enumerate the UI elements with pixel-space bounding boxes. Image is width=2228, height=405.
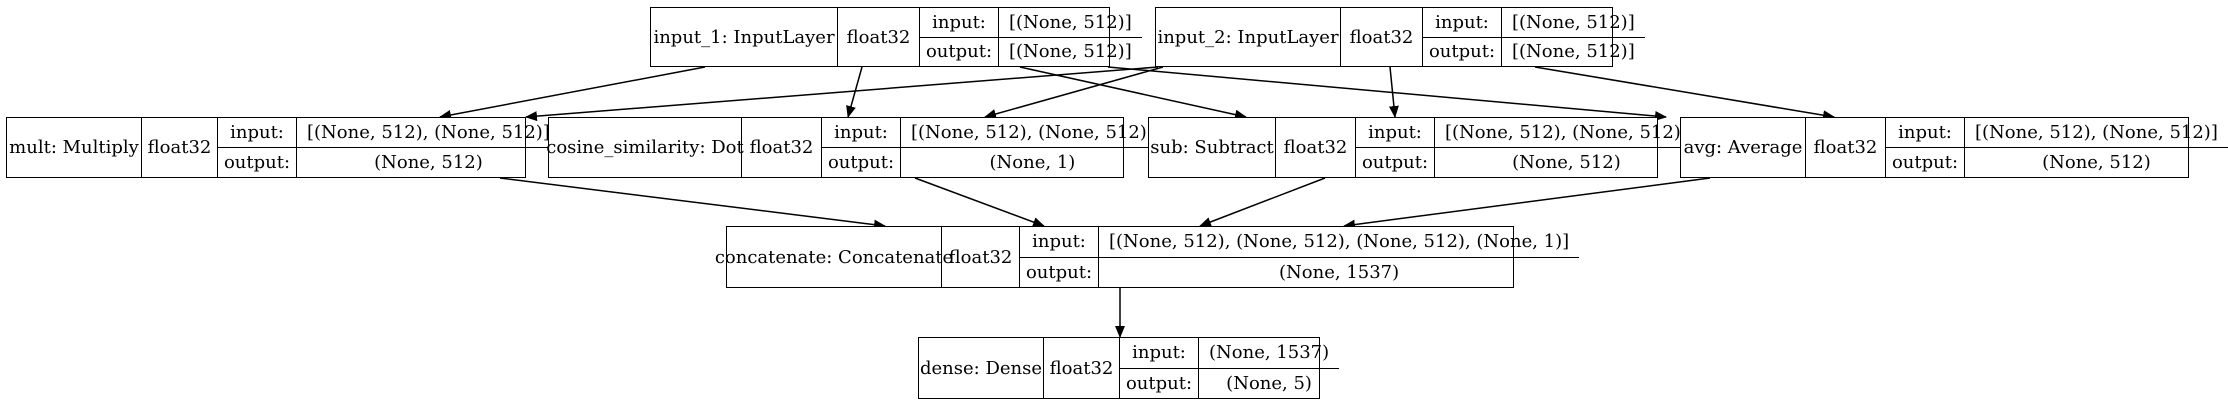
node-cosine-similarity: cosine_similarity: Dot float32 input: [(N…	[546, 117, 1164, 178]
node-name: sub: Subtract	[1150, 137, 1274, 158]
edge-input_1-to-avg	[1107, 66, 1667, 121]
output-label: output:	[1886, 148, 1965, 177]
input-label: input:	[920, 8, 999, 37]
output-label: output:	[1356, 148, 1435, 177]
node-name: cosine_similarity: Dot	[546, 137, 744, 158]
input-shape: [(None, 512), (None, 512)]	[1445, 122, 1688, 143]
node-name: mult: Multiply	[9, 137, 139, 158]
node-name: input_2: InputLayer	[1157, 26, 1339, 48]
node-io: input: [(None, 512), (None, 512)] output:…	[1885, 118, 2228, 177]
edge-input_2-to-cosine	[984, 66, 1164, 119]
node-io: input: [(None, 512), (None, 512)] output:…	[1355, 118, 1698, 177]
node-io: input: [(None, 512), (None, 512)] output:…	[217, 118, 560, 177]
node-mult: mult: Multiply float32 input: [(None, 512…	[6, 117, 560, 178]
edge-input_2-to-sub	[1388, 66, 1399, 118]
input-label: input:	[1120, 338, 1199, 368]
node-io: input: [(None, 512)] output: [(None, 512)]	[919, 8, 1142, 66]
node-dtype: float32	[1805, 118, 1885, 177]
input-label: input:	[822, 118, 901, 147]
node-io: input: [(None, 512), (None, 512)] output:…	[821, 118, 1164, 177]
output-shape: (None, 1)	[989, 152, 1076, 173]
edge-input_1-to-mult	[439, 66, 706, 120]
input-shape: [(None, 512), (None, 512)]	[911, 122, 1154, 143]
node-name: concatenate: Concatenate	[714, 246, 954, 268]
node-name: avg: Average	[1683, 137, 1803, 158]
node-name: dense: Dense	[920, 357, 1043, 379]
input-label: input:	[218, 118, 297, 147]
output-label: output:	[1120, 368, 1199, 398]
input-label: input:	[1886, 118, 1965, 147]
output-shape: [(None, 512)]	[1512, 41, 1635, 63]
node-dtype: float32	[941, 227, 1019, 287]
output-label: output:	[822, 148, 901, 177]
input-shape: [(None, 512), (None, 512)]	[307, 122, 550, 143]
node-sub: sub: Subtract float32 input: [(None, 512)…	[1148, 117, 1698, 178]
input-shape: [(None, 512), (None, 512), (None, 512), …	[1109, 231, 1570, 253]
node-dtype: float32	[1275, 118, 1355, 177]
node-io: input: [(None, 512), (None, 512), (None, …	[1019, 227, 1580, 287]
node-input-2: input_2: InputLayer float32 input: [(None…	[1155, 7, 1645, 67]
output-shape: (None, 1537)	[1279, 261, 1400, 283]
node-input-1: input_1: InputLayer float32 input: [(None…	[650, 7, 1142, 67]
output-shape: (None, 512)	[2042, 152, 2151, 173]
node-dtype: float32	[141, 118, 217, 177]
edge-input_2-to-avg	[1534, 66, 1835, 121]
input-label: input:	[1423, 8, 1502, 37]
node-dtype: float32	[1340, 8, 1422, 66]
node-avg: avg: Average float32 input: [(None, 512),…	[1680, 117, 2228, 178]
edge-sub-to-concat	[1199, 177, 1326, 227]
output-shape: (None, 512)	[1512, 152, 1621, 173]
output-label: output:	[218, 148, 297, 177]
edge-avg-to-concat	[1343, 177, 1711, 230]
node-concatenate: concatenate: Concatenate float32 input: […	[714, 226, 1580, 288]
node-dtype: float32	[1043, 338, 1119, 398]
output-label: output:	[1020, 257, 1099, 287]
input-shape: [(None, 512), (None, 512)]	[1975, 122, 2218, 143]
node-name: input_1: InputLayer	[653, 26, 835, 48]
edge-cosine-to-concat	[914, 177, 1045, 227]
node-io: input: (None, 1537) output: (None, 5)	[1119, 338, 1340, 398]
node-dtype: float32	[741, 118, 821, 177]
node-dtype: float32	[837, 8, 919, 66]
output-label: output:	[920, 37, 999, 66]
edge-mult-to-concat	[499, 177, 886, 230]
input-shape: [(None, 512)]	[1512, 11, 1635, 33]
node-io: input: [(None, 512)] output: [(None, 512)]	[1422, 8, 1645, 66]
input-label: input:	[1356, 118, 1435, 147]
edge-input_1-to-cosine	[846, 66, 863, 118]
node-dense: dense: Dense float32 input: (None, 1537) …	[918, 337, 1340, 399]
output-shape: (None, 5)	[1226, 372, 1312, 394]
output-label: output:	[1423, 37, 1502, 66]
edge-input_2-to-mult	[525, 66, 1159, 122]
input-label: input:	[1020, 227, 1099, 257]
input-shape: (None, 1537)	[1209, 342, 1330, 364]
input-shape: [(None, 512)]	[1009, 11, 1132, 33]
output-shape: (None, 512)	[374, 152, 483, 173]
output-shape: [(None, 512)]	[1009, 41, 1132, 63]
